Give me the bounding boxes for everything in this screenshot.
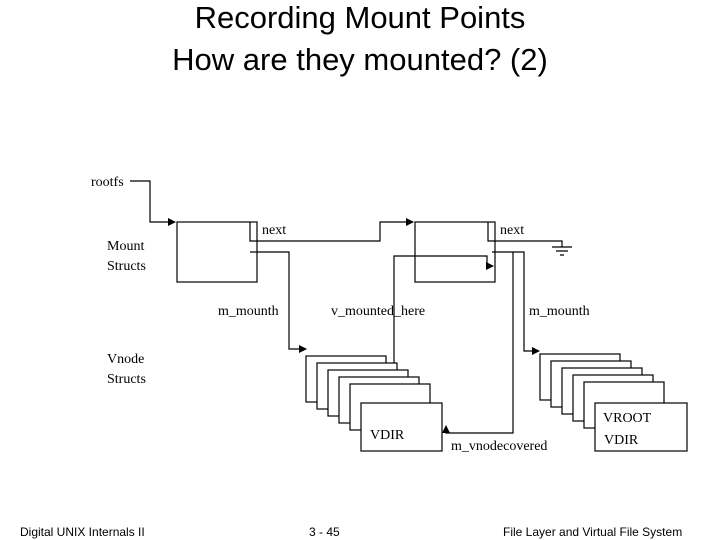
rootfs-label: rootfs: [91, 175, 124, 190]
mount-struct-box-1: [176, 221, 258, 283]
v-mounted-here-label: v_mounted_here: [331, 304, 426, 319]
mount-structs-label-line-1: Mount: [107, 239, 145, 254]
slide-title-line-1: Recording Mount Points: [194, 0, 526, 35]
next-label-1: next: [262, 223, 287, 238]
vnode-structs-label-line-2: Structs: [107, 372, 146, 387]
vdir-vnode-box: [360, 402, 443, 452]
vnode-stack-2: [539, 353, 688, 452]
rootfs-arrow: [130, 180, 176, 226]
vroot-vnode-box: [594, 402, 688, 452]
m-mounth-arrow-1: [250, 251, 307, 353]
vdir-label: VDIR: [370, 428, 405, 443]
footer-left: Digital UNIX Internals II: [20, 525, 145, 539]
mount-structs-label-line-2: Structs: [107, 259, 146, 274]
next-arrow-1: [249, 218, 414, 242]
m-mounth-label-1: m_mounth: [218, 304, 279, 319]
m-mounth-arrow-2: [492, 251, 540, 355]
vnode-stack-1: [305, 355, 443, 452]
mount-struct-box-2: [414, 221, 496, 283]
next-arrow-2: [487, 222, 563, 247]
m-vnodecovered-label: m_vnodecovered: [451, 439, 548, 454]
m-mounth-label-2: m_mounth: [529, 304, 590, 319]
next-label-2: next: [500, 223, 525, 238]
null-terminator-icon: [552, 246, 572, 256]
vroot-label: VROOT: [603, 411, 652, 426]
footer-page-number: 3 - 45: [309, 525, 340, 539]
vdir-label-2: VDIR: [604, 433, 639, 448]
slide-title-line-2: How are they mounted? (2): [172, 42, 548, 77]
footer-right: File Layer and Virtual File System: [503, 525, 683, 539]
vnode-structs-label-line-1: Vnode: [107, 352, 145, 367]
m-vnodecovered-arrow: [442, 252, 514, 434]
